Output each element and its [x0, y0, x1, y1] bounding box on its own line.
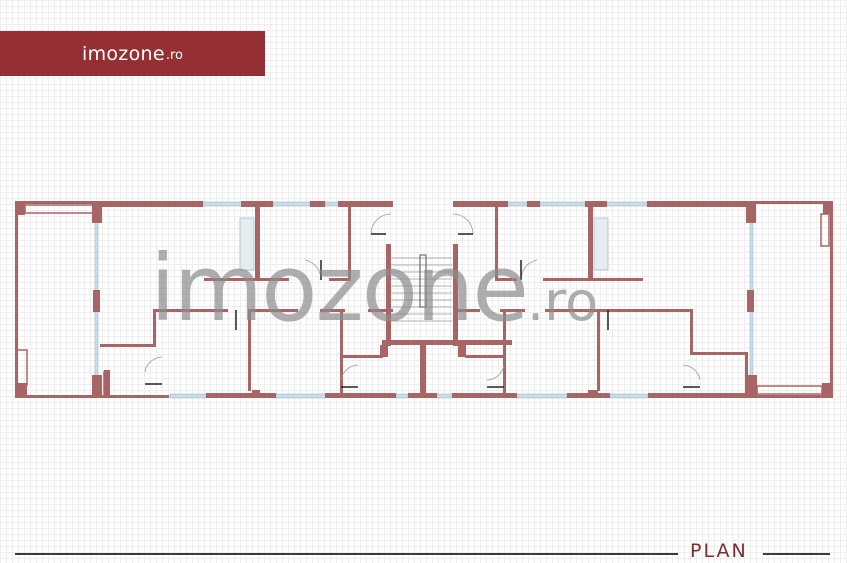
brand-name: imozone [82, 42, 165, 65]
footer-rule-left [15, 553, 678, 555]
plan-label: PLAN [690, 540, 748, 562]
footer-rule-right [763, 553, 830, 555]
kitchen-units [239, 217, 609, 271]
door-leaves [145, 233, 700, 388]
brand-tld: .ro [165, 48, 183, 63]
doors [144, 213, 701, 381]
walls [15, 201, 833, 398]
stairs [391, 254, 452, 322]
fixtures [16, 204, 830, 395]
brand-badge: imozone.ro [0, 31, 265, 76]
